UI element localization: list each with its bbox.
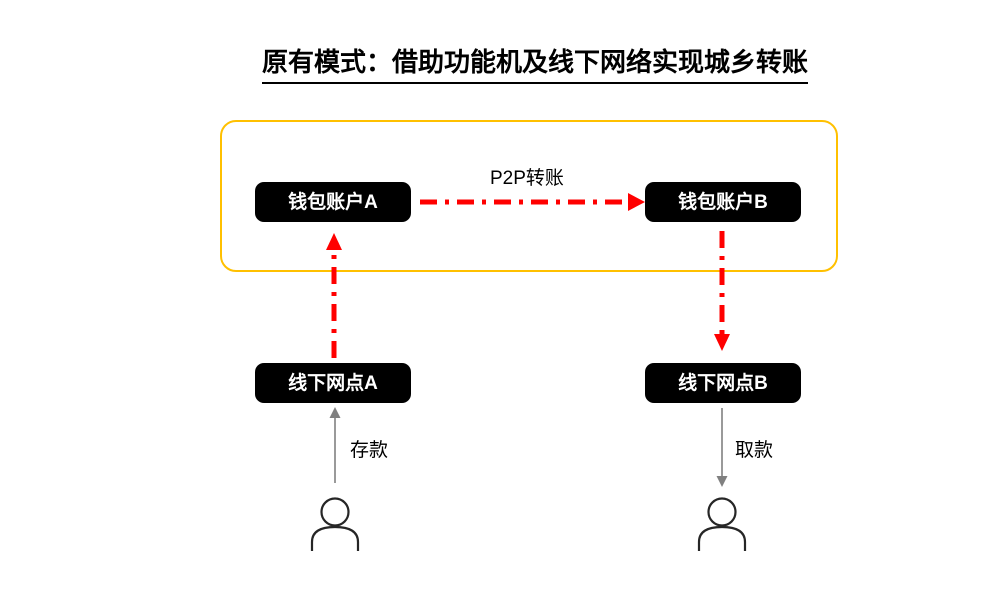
withdraw-label: 取款 <box>735 440 774 461</box>
deposit-label: 存款 <box>350 440 389 461</box>
receiver-person-icon <box>697 497 747 551</box>
sender-person-icon <box>310 497 360 551</box>
node-offline-branch-b: 线下网点B <box>645 363 801 403</box>
withdraw-arrow <box>716 408 728 487</box>
page-title-text: 原有模式：借助功能机及线下网络实现城乡转账 <box>261 42 808 84</box>
p2p-transfer-label: P2P转账 <box>490 168 564 189</box>
deposit-arrow <box>329 407 341 483</box>
node-wallet-account-b: 钱包账户B <box>645 182 801 222</box>
page-title: 原有模式：借助功能机及线下网络实现城乡转账 <box>66 42 1004 84</box>
node-offline-branch-a: 线下网点A <box>255 363 411 403</box>
wallet-container-box <box>220 120 838 272</box>
node-wallet-account-a: 钱包账户A <box>255 182 411 222</box>
